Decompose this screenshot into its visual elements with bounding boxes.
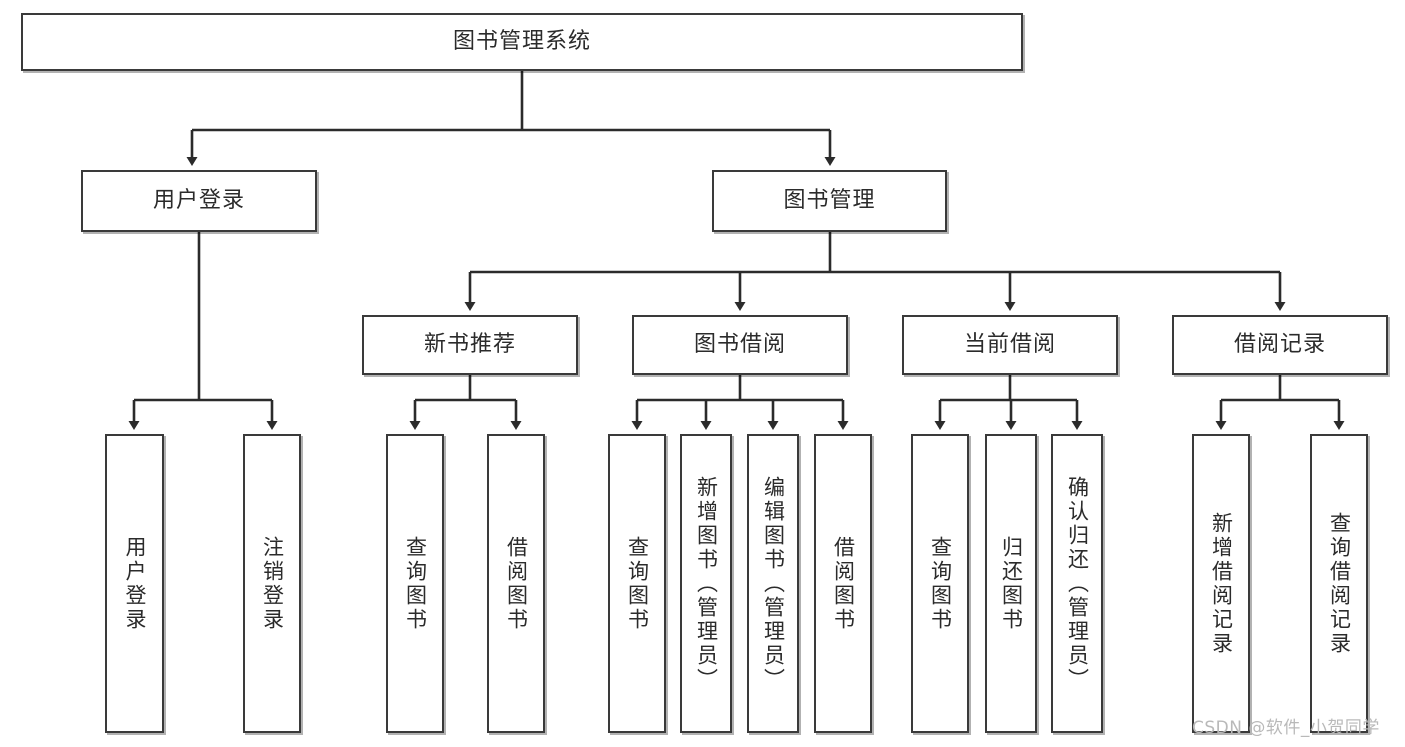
node-new-book-recommend-label: 新书推荐 [423, 331, 516, 357]
node-leaf-query-book-3[interactable]: 查询图书 [911, 434, 969, 733]
node-leaf-edit-book-admin-label: 编辑图书（管理员） [761, 475, 786, 692]
node-leaf-borrow-book-2[interactable]: 借阅图书 [814, 434, 872, 733]
node-leaf-query-book-2-label: 查询图书 [625, 535, 650, 632]
node-leaf-edit-book-admin[interactable]: 编辑图书（管理员） [747, 434, 799, 733]
node-root-system[interactable]: 图书管理系统 [21, 13, 1023, 71]
node-leaf-query-book-3-label: 查询图书 [928, 535, 953, 632]
node-leaf-return-book-label: 归还图书 [999, 535, 1024, 632]
node-leaf-query-borrow-record[interactable]: 查询借阅记录 [1310, 434, 1368, 733]
node-borrow-record[interactable]: 借阅记录 [1172, 315, 1388, 375]
node-borrow-record-label: 借阅记录 [1233, 331, 1326, 357]
node-leaf-add-borrow-record-label: 新增借阅记录 [1209, 511, 1234, 656]
node-leaf-logout[interactable]: 注销登录 [243, 434, 301, 733]
node-root-label: 图书管理系统 [452, 28, 591, 54]
node-current-borrow-label: 当前借阅 [963, 331, 1056, 357]
node-leaf-logout-label: 注销登录 [260, 535, 285, 632]
node-leaf-query-book-2[interactable]: 查询图书 [608, 434, 666, 733]
node-leaf-borrow-book-1-label: 借阅图书 [504, 535, 529, 632]
node-book-borrow[interactable]: 图书借阅 [632, 315, 848, 375]
node-leaf-user-login[interactable]: 用户登录 [105, 434, 164, 733]
node-leaf-query-book-1[interactable]: 查询图书 [386, 434, 444, 733]
node-leaf-return-book[interactable]: 归还图书 [985, 434, 1037, 733]
node-book-borrow-label: 图书借阅 [693, 331, 786, 357]
node-book-management[interactable]: 图书管理 [712, 170, 947, 232]
node-leaf-borrow-book-1[interactable]: 借阅图书 [487, 434, 545, 733]
node-current-borrow[interactable]: 当前借阅 [902, 315, 1118, 375]
node-leaf-query-book-1-label: 查询图书 [403, 535, 428, 632]
node-leaf-add-book-admin-label: 新增图书（管理员） [694, 475, 719, 692]
node-leaf-add-book-admin[interactable]: 新增图书（管理员） [680, 434, 732, 733]
node-leaf-confirm-return-label: 确认归还（管理员） [1065, 475, 1090, 692]
node-book-management-label: 图书管理 [783, 187, 876, 213]
watermark-text: CSDN @软件_小贺同学 [1192, 718, 1380, 738]
node-leaf-borrow-book-2-label: 借阅图书 [831, 535, 856, 632]
node-new-book-recommend[interactable]: 新书推荐 [362, 315, 578, 375]
node-leaf-query-borrow-record-label: 查询借阅记录 [1327, 511, 1352, 656]
node-user-login-label: 用户登录 [152, 187, 245, 213]
node-leaf-add-borrow-record[interactable]: 新增借阅记录 [1192, 434, 1250, 733]
node-leaf-user-login-label: 用户登录 [123, 535, 147, 632]
node-leaf-confirm-return[interactable]: 确认归还（管理员） [1051, 434, 1103, 733]
node-user-login[interactable]: 用户登录 [81, 170, 317, 232]
